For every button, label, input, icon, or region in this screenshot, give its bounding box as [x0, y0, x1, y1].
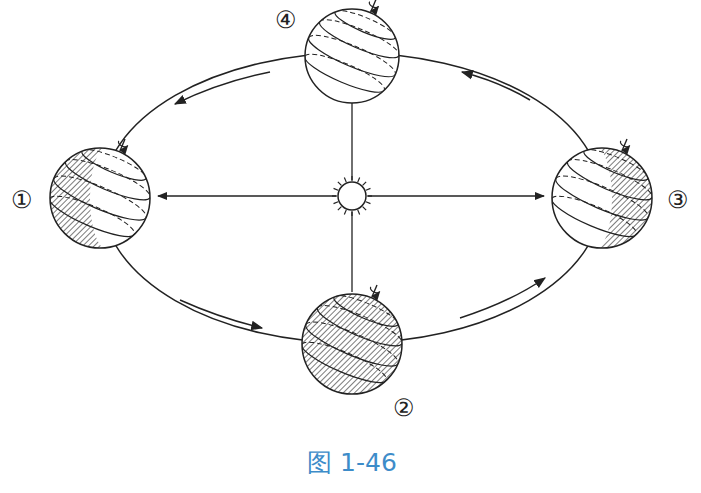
figure-caption: 图 1-46	[307, 450, 397, 475]
globe-stroke	[82, 144, 149, 178]
globe-fill	[305, 9, 399, 103]
rotation-arrow	[369, 287, 380, 294]
globe-stroke	[568, 152, 656, 197]
earth-globe	[42, 137, 163, 250]
earth-axis	[366, 0, 381, 15]
earth-axis	[617, 137, 632, 154]
globe-inner	[42, 138, 163, 250]
orbit-arrow	[462, 72, 530, 100]
rotation-arrow	[619, 141, 630, 148]
rotation-arrow	[368, 2, 379, 9]
night-side	[595, 146, 655, 250]
globe-outline	[305, 9, 399, 103]
sun-ray	[334, 188, 339, 190]
globe-stroke	[318, 298, 406, 343]
sun-ray	[358, 210, 360, 215]
night-side	[48, 146, 108, 250]
sun	[338, 182, 366, 210]
globe-stroke	[54, 168, 150, 217]
night-side	[300, 292, 404, 396]
sun-ray	[338, 182, 342, 186]
globe-stroke	[334, 290, 401, 324]
globe-stroke	[552, 189, 640, 234]
rotation-arrow	[117, 141, 128, 148]
globe-stroke	[335, 6, 398, 38]
globes	[42, 0, 665, 396]
globe-stroke	[556, 168, 652, 217]
globe-outline	[50, 148, 150, 248]
orbit-arrow	[460, 278, 545, 318]
sun-ray	[363, 182, 367, 186]
callout-number: ②	[393, 396, 415, 420]
sun-ray-line	[158, 195, 336, 196]
callout-number: ④	[275, 8, 297, 32]
globe-stroke	[302, 335, 390, 380]
sun-ray	[366, 188, 371, 190]
orbit-arrow	[175, 72, 270, 104]
globe-stroke	[66, 152, 154, 197]
globe-stroke	[309, 28, 400, 74]
globe-outline	[302, 294, 402, 394]
sun-ray-line	[351, 212, 352, 292]
sun-ray	[334, 202, 339, 204]
orbit-arrow	[180, 300, 262, 328]
globe-stroke	[305, 48, 388, 90]
globe-stroke	[332, 12, 395, 44]
globe-outline	[552, 148, 652, 248]
sun-ray	[358, 178, 360, 183]
earth-globe	[544, 137, 665, 250]
sun-ray	[366, 202, 371, 204]
globe-stroke	[320, 13, 403, 55]
globe-stroke	[584, 144, 651, 178]
globe-inner	[294, 284, 415, 396]
sun-ray-line	[368, 195, 544, 196]
earth-axis	[115, 137, 130, 154]
callout-number: ①	[11, 188, 33, 212]
globe-stroke	[306, 314, 402, 363]
globe-stroke	[316, 22, 399, 64]
globe-inner	[544, 138, 665, 250]
sun-ray	[338, 207, 342, 211]
globe-inner	[298, 0, 412, 105]
earth-globe	[294, 283, 415, 396]
sun-ray	[344, 178, 346, 183]
sun-ray	[344, 210, 346, 215]
sun-ray-line	[351, 102, 352, 180]
earth-axis	[367, 283, 382, 300]
sun-rays	[332, 176, 372, 216]
globe-stroke	[50, 189, 138, 234]
earth-globe	[298, 0, 412, 105]
callout-number: ③	[667, 188, 689, 212]
sun-ray	[363, 207, 367, 211]
